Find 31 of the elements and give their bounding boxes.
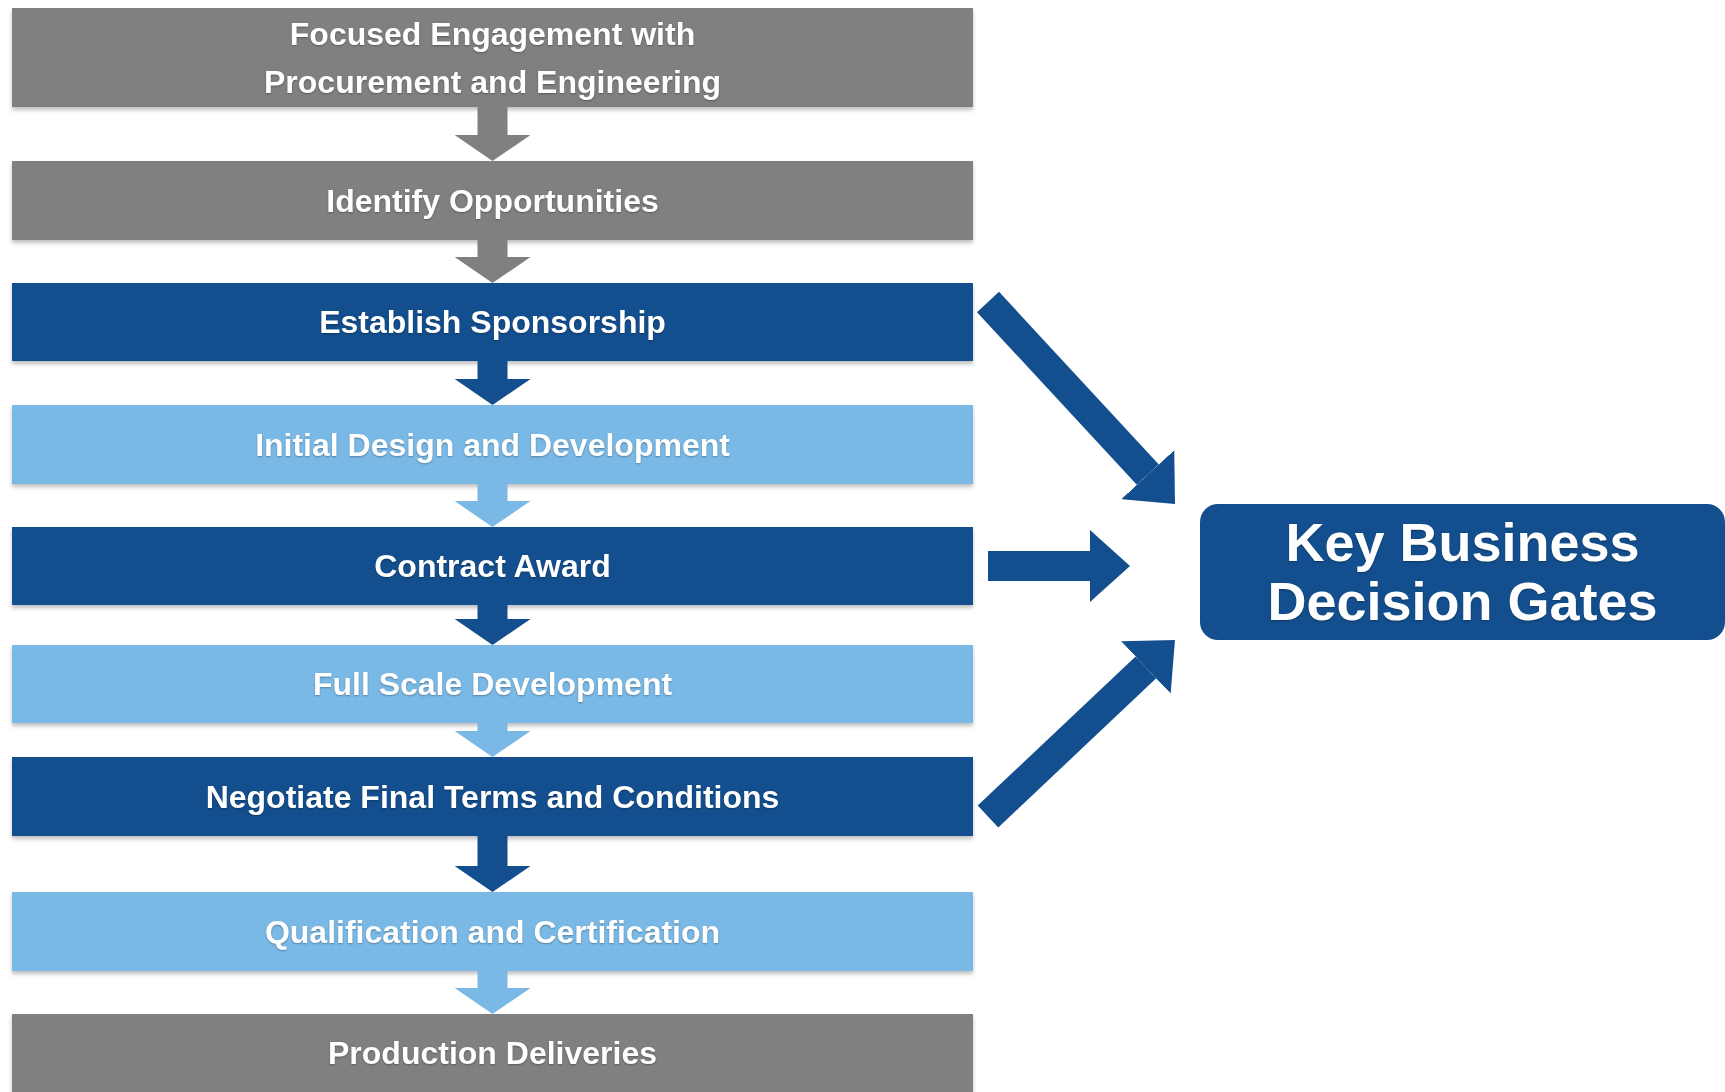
arrow	[454, 971, 531, 1014]
step-label: Negotiate Final Terms and Conditions	[205, 777, 780, 817]
process-step-bar	[12, 405, 973, 484]
step-label: Full Scale Development	[312, 665, 673, 704]
step-label: Establish Sponsorship	[319, 303, 666, 342]
process-step-bar	[12, 527, 973, 605]
step-label: Qualification and Certification	[264, 912, 721, 952]
arrow	[977, 640, 1175, 828]
process-step-bar	[12, 892, 973, 971]
process-step-bar	[12, 161, 973, 240]
arrow	[988, 530, 1130, 602]
step-label: Production Deliveries	[328, 1034, 657, 1073]
process-step-bar	[12, 283, 973, 361]
decision-gate-box	[1200, 504, 1725, 640]
step-label: Focused Engagement with Procurement and Engineering	[263, 14, 722, 102]
arrow	[454, 240, 531, 283]
process-step-bar	[12, 8, 973, 107]
step-label: Key Business Decision Gates	[1266, 512, 1659, 632]
arrow	[454, 836, 531, 892]
step-label: Initial Design and Development	[255, 425, 730, 465]
process-step-bar	[12, 757, 973, 836]
process-step-bar	[12, 1014, 973, 1092]
arrow	[454, 361, 531, 405]
arrow	[454, 605, 531, 645]
arrow	[454, 484, 531, 527]
process-step-bar	[12, 645, 973, 723]
arrow	[454, 723, 531, 757]
arrow	[454, 107, 531, 161]
step-label: Contract Award	[374, 547, 611, 586]
step-label: Identify Opportunities	[326, 181, 659, 221]
arrow	[976, 291, 1175, 504]
